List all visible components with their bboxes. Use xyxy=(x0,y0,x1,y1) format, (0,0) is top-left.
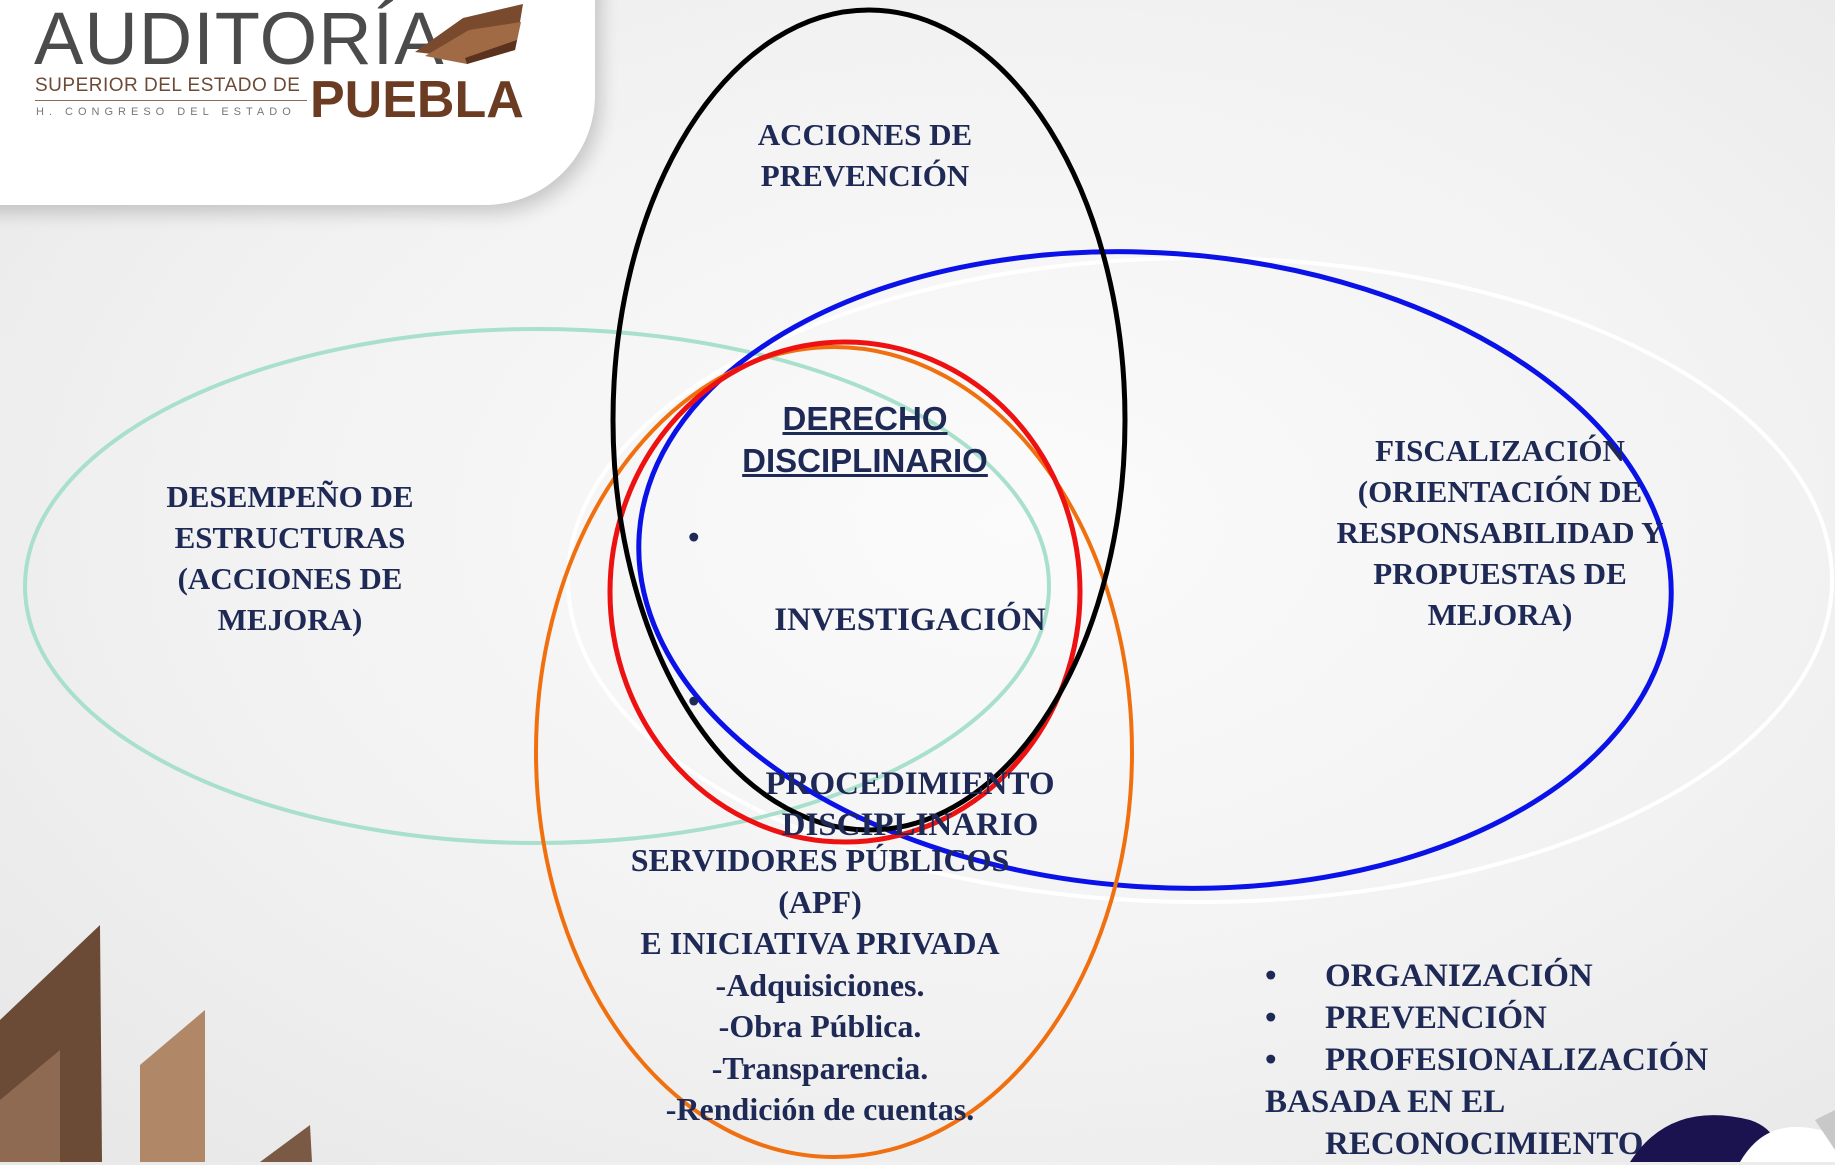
bullet-icon: • xyxy=(1265,1042,1277,1078)
center-item-text: INVESTIGACIÓN xyxy=(774,602,1046,638)
ellipse-servidores xyxy=(534,345,1134,1159)
logo-subtitle: SUPERIOR DEL ESTADO DE xyxy=(35,75,301,96)
ellipse-desempeno xyxy=(23,327,1051,845)
logo-congress: H. CONGRESO DEL ESTADO xyxy=(36,106,296,118)
bottom-right-item-text: PROFESIONALIZACIÓN xyxy=(1325,1042,1709,1078)
center-item-procedimiento: • PROCEDIMIENTO DISCIPLINARIO xyxy=(680,682,1070,846)
ellipse-derecho xyxy=(607,339,1083,845)
bottom-right-item-organizacion: • ORGANIZACIÓN xyxy=(1265,955,1825,997)
center-item-investigacion: • INVESTIGACIÓN xyxy=(680,518,1070,641)
center-item-text: PROCEDIMIENTO DISCIPLINARIO xyxy=(765,766,1055,843)
center-title: DERECHO DISCIPLINARIO xyxy=(742,400,988,479)
center-list: • INVESTIGACIÓN • PROCEDIMIENTO DISCIPLI… xyxy=(680,518,1070,887)
logo-state: PUEBLA xyxy=(310,71,524,129)
bottom-right-tail: BASADA EN EL xyxy=(1265,1084,1506,1120)
bottom-right-item-profesionalizacion: • PROFESIONALIZACIÓN xyxy=(1265,1039,1825,1081)
logo: AUDITORÍA SUPERIOR DEL ESTADO DE H. CONG… xyxy=(30,2,524,127)
label-fiscalizacion: FISCALIZACIÓN (ORIENTACIÓN DE RESPONSABI… xyxy=(1336,433,1664,632)
decorative-shapes xyxy=(0,925,312,1162)
bottom-right-item-prevencion: • PREVENCIÓN xyxy=(1265,997,1825,1039)
book-icon xyxy=(415,4,523,64)
bullet-icon: • xyxy=(688,684,700,720)
ellipse-fiscalizacion xyxy=(636,249,1674,891)
corner-logo-icon xyxy=(1630,1110,1835,1162)
ellipse-prevencion xyxy=(610,7,1128,833)
logo-title: AUDITORÍA xyxy=(34,0,445,80)
bullet-icon: • xyxy=(1265,958,1277,994)
logo-rule xyxy=(35,100,307,101)
label-prevencion: ACCIONES DE PREVENCIÓN xyxy=(757,117,973,193)
bottom-right-item-text: PREVENCIÓN xyxy=(1325,1000,1547,1036)
label-desempeno: DESEMPEÑO DE ESTRUCTURAS (ACCIONES DE ME… xyxy=(166,479,414,637)
bullet-icon: • xyxy=(688,520,700,556)
label-servidores: SERVIDORES PÚBLICOS (APF) E INICIATIVA P… xyxy=(630,842,1010,1127)
bottom-right-tail2: RECONOCIMIENTO xyxy=(1325,1126,1644,1162)
bottom-right-item-text: ORGANIZACIÓN xyxy=(1325,958,1593,994)
bottom-right-list: • ORGANIZACIÓN • PREVENCIÓN • PROFESIONA… xyxy=(1265,955,1825,1165)
bullet-icon: • xyxy=(1265,1000,1277,1036)
